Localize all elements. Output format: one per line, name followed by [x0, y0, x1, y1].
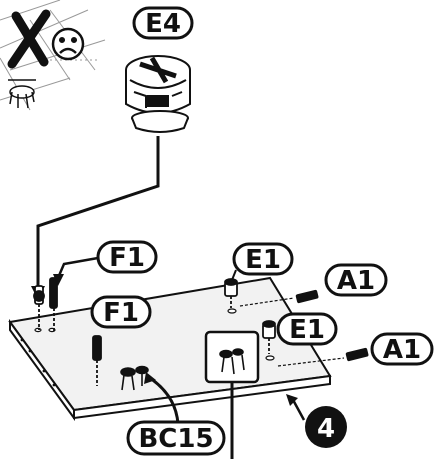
e4-leader-line	[36, 136, 160, 292]
sad-face-icon	[51, 27, 85, 61]
a1-bolt-bottom	[277, 347, 369, 367]
a1-bottom-label: A1	[383, 335, 421, 365]
a1-top-label: A1	[337, 266, 375, 296]
board-left-edge	[9, 318, 75, 422]
step-number-badge: 4	[286, 394, 347, 448]
bc15-callout: BC15	[126, 372, 226, 456]
f1-top-callout: F1	[53, 240, 158, 286]
board-edge-holes	[20, 338, 56, 387]
wrong-way-inset	[0, 0, 106, 111]
f1-bottom-label: F1	[103, 298, 139, 328]
f1-bottom-callout: F1	[90, 295, 152, 329]
f1-top-label: F1	[109, 243, 145, 273]
step-number: 4	[317, 414, 335, 444]
e1-top-callout: E1	[231, 242, 294, 281]
e1-top-fitting	[224, 278, 238, 308]
e4-cam-lock	[125, 55, 191, 133]
inset-fitting	[8, 79, 36, 109]
a1-bolt-top	[239, 289, 319, 307]
e1-right-callout: E1	[276, 312, 338, 346]
e1-right-label: E1	[289, 315, 325, 345]
e1-top-label: E1	[245, 245, 281, 275]
bc15-label: BC15	[138, 424, 213, 454]
bc15-fittings	[120, 365, 149, 391]
e4-label-pill	[132, 6, 194, 40]
a1-bottom-callout: A1	[370, 332, 434, 366]
fitting-detail-box	[204, 330, 260, 459]
e1-right-fitting	[262, 320, 276, 354]
e4-label: E4	[145, 9, 181, 39]
f1-dowel-fittings	[33, 277, 102, 386]
a1-top-callout: A1	[324, 263, 388, 297]
e4-part-illustration: E4	[31, 6, 194, 300]
cross-mark-icon	[7, 9, 51, 69]
